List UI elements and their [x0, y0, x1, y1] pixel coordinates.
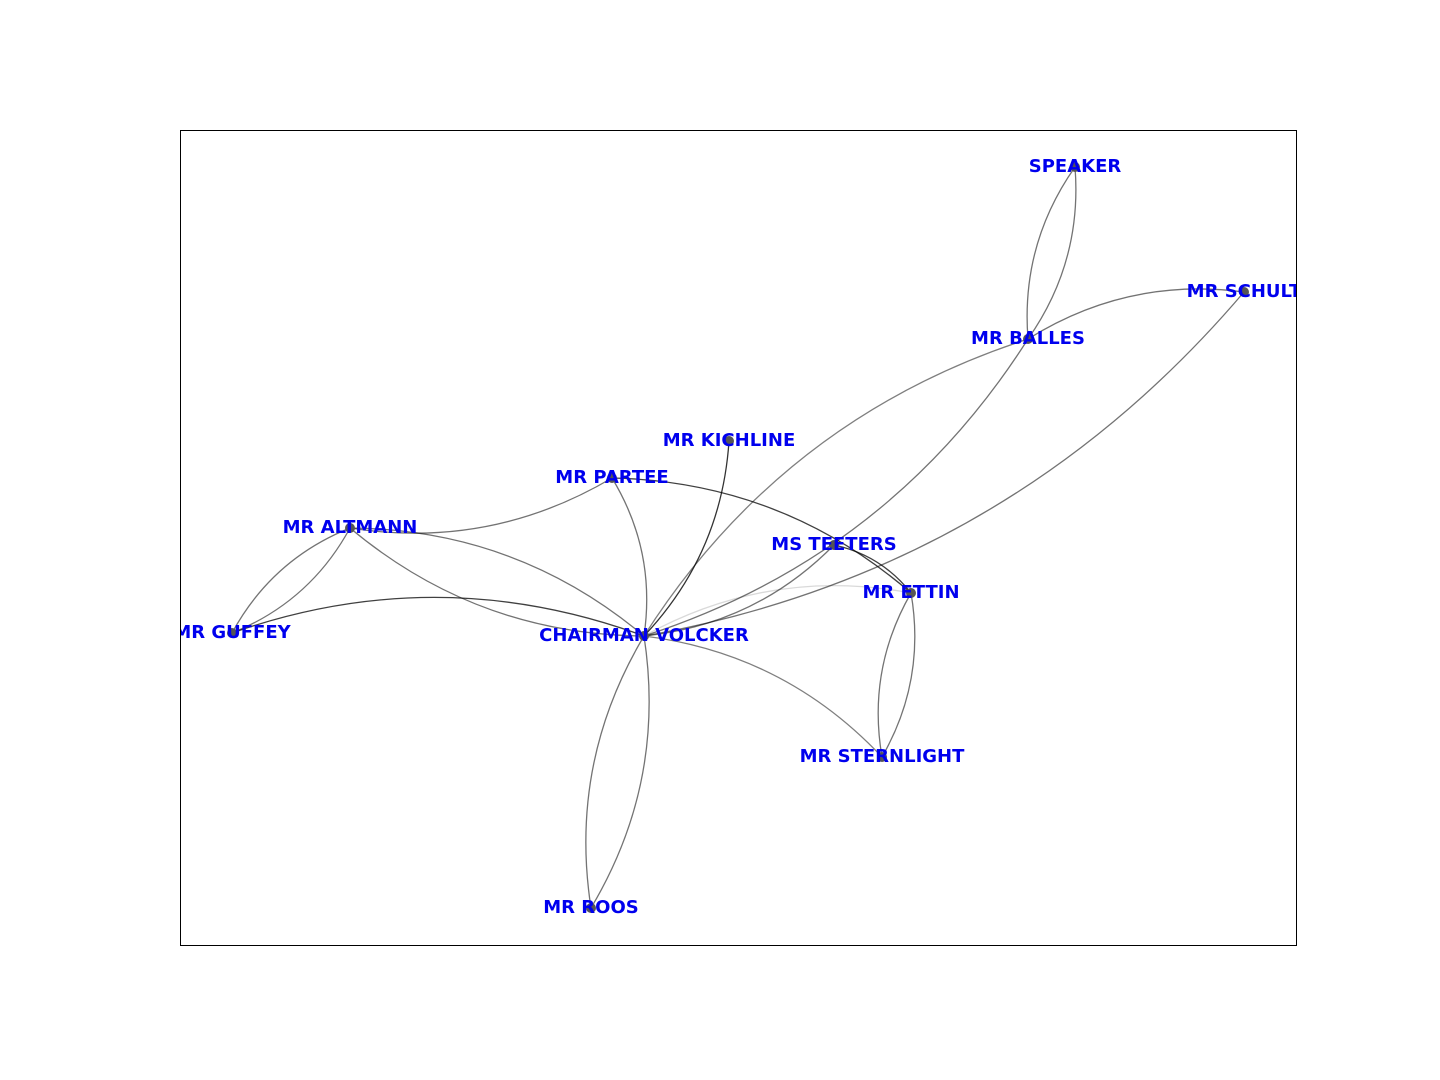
- edge-volcker-to-altmann: [349, 527, 645, 637]
- edge-volcker-to-roos: [590, 635, 650, 909]
- edge-balles-to-schult: [1027, 288, 1245, 340]
- node-label-kichline: MR KICHLINE: [663, 430, 796, 451]
- edge-teeters-to-volcker: [643, 544, 835, 637]
- edge-volcker-to-sternlight: [643, 635, 883, 758]
- edge-kichline-to-volcker: [643, 440, 730, 637]
- node-volcker: [639, 631, 649, 641]
- node-label-volcker: CHAIRMAN VOLCKER: [539, 625, 749, 646]
- node-label-sternlight: MR STERNLIGHT: [800, 746, 966, 767]
- edge-schult-to-volcker: [643, 291, 1245, 637]
- node-label-ettin: MR ETTIN: [862, 582, 959, 603]
- node-roos: [586, 903, 596, 913]
- edge-altmann-to-guffey: [231, 527, 351, 634]
- edge-guffey-to-altmann: [231, 527, 351, 634]
- edge-teeters-to-ettin: [833, 544, 912, 594]
- edge-guffey-to-volcker: [231, 596, 645, 637]
- plot-frame: [180, 130, 1297, 946]
- node-label-balles: MR BALLES: [971, 328, 1085, 349]
- node-balles: [1023, 334, 1033, 344]
- node-label-schult: MR SCHULT: [1187, 281, 1302, 302]
- edges-layer: [231, 166, 1245, 909]
- edge-roos-to-volcker: [585, 635, 645, 909]
- edge-balles-to-speaker: [1026, 166, 1076, 340]
- edge-partee-to-volcker: [611, 477, 648, 637]
- node-label-altmann: MR ALTMANN: [283, 517, 418, 538]
- node-altmann: [345, 523, 355, 533]
- edge-ettin-to-sternlight: [881, 592, 916, 758]
- node-label-speaker: SPEAKER: [1029, 156, 1122, 177]
- edge-balles-to-volcker: [643, 338, 1029, 637]
- edge-partee-to-altmann: [349, 477, 613, 534]
- node-guffey: [227, 628, 237, 638]
- labels-layer: SPEAKER MR SCHULT MR BALLES MR KICHLINE MR P…: [173, 156, 1302, 918]
- edge-sternlight-to-ettin: [877, 592, 912, 758]
- node-label-guffey: MR GUFFEY: [173, 622, 291, 643]
- node-label-partee: MR PARTEE: [555, 467, 668, 488]
- node-teeters: [829, 540, 839, 550]
- node-schult: [1239, 287, 1249, 297]
- node-label-teeters: MS TEETERS: [771, 534, 896, 555]
- node-speaker: [1070, 162, 1080, 172]
- edge-speaker-to-balles: [1027, 166, 1077, 340]
- node-partee: [607, 473, 617, 483]
- node-label-roos: MR ROOS: [543, 897, 638, 918]
- edge-volcker-to-balles: [643, 338, 1029, 637]
- edge-volcker-to-ettin: [643, 585, 912, 637]
- nodes-layer: [227, 162, 1249, 913]
- node-kichline: [724, 436, 734, 446]
- edge-altmann-to-volcker: [349, 527, 645, 637]
- node-sternlight: [877, 752, 887, 762]
- node-ettin: [906, 588, 916, 598]
- edge-partee-to-ettin: [611, 477, 912, 594]
